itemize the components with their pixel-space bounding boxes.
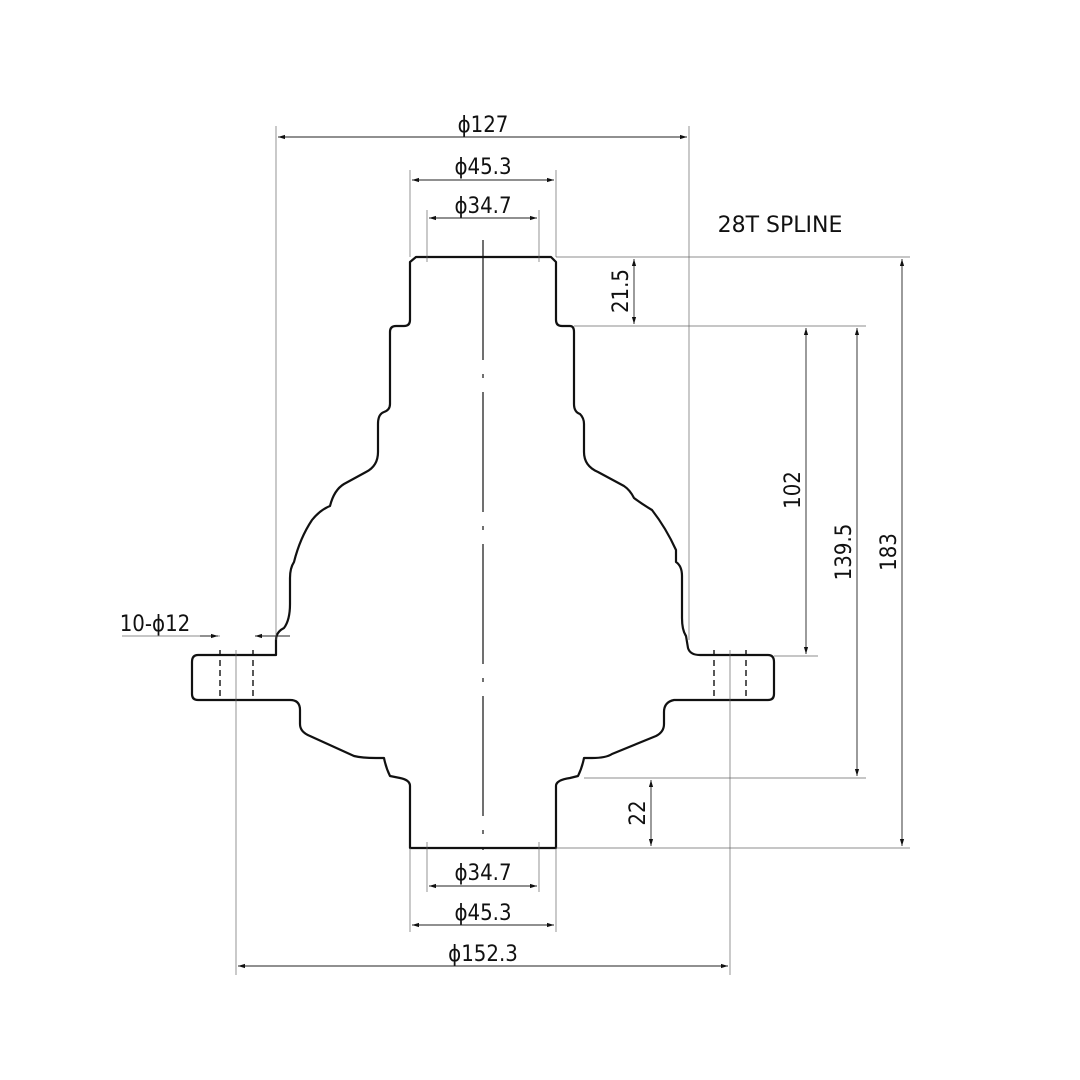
dim-bottom-outer: ϕ45.3 bbox=[454, 901, 511, 926]
dimension-lines bbox=[200, 134, 905, 969]
dim-bolt-circle: ϕ152.3 bbox=[448, 942, 518, 967]
dim-overall-height: 183 bbox=[877, 533, 902, 571]
right-bolt-hole bbox=[713, 650, 747, 700]
dim-top-outer: ϕ45.3 bbox=[454, 155, 511, 180]
dim-height-139-5: 139.5 bbox=[832, 524, 857, 581]
dim-top-inner: ϕ34.7 bbox=[454, 194, 511, 219]
dim-bottom-shaft-length: 22 bbox=[626, 800, 651, 825]
dim-flange-od: ϕ127 bbox=[458, 113, 509, 138]
dim-holes: 10-ϕ12 bbox=[120, 612, 191, 637]
left-bolt-hole bbox=[219, 650, 254, 700]
dim-bottom-inner: ϕ34.7 bbox=[454, 861, 511, 886]
extension-lines bbox=[122, 126, 910, 975]
dim-top-shaft-length: 21.5 bbox=[609, 269, 634, 313]
part-outline bbox=[190, 255, 776, 850]
dim-height-102: 102 bbox=[781, 471, 806, 509]
spline-note: 28T SPLINE bbox=[718, 213, 843, 238]
